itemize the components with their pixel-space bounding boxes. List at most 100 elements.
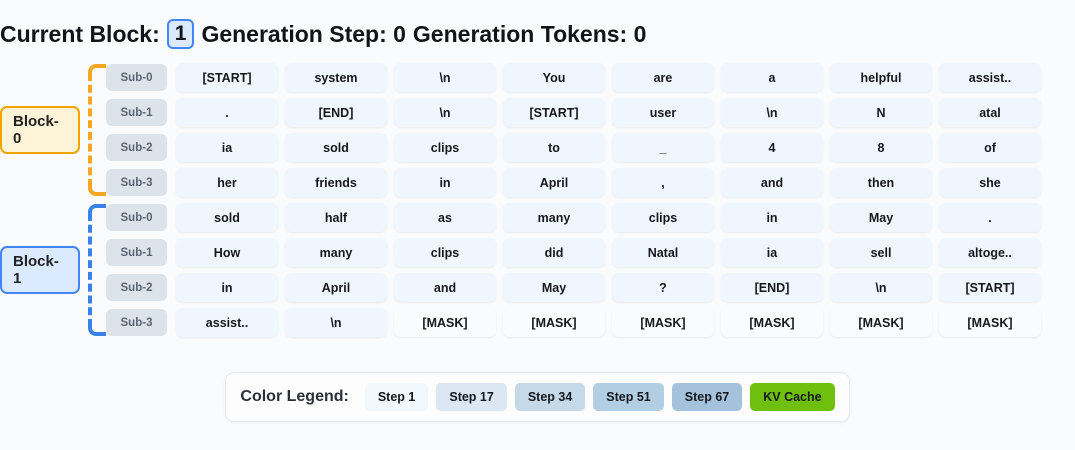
token-cell[interactable]: assist..: [939, 63, 1041, 92]
token-cell-mask[interactable]: [MASK]: [939, 308, 1041, 337]
token-cell-mask[interactable]: [MASK]: [612, 308, 714, 337]
legend-swatch-kv-cache[interactable]: KV Cache: [750, 383, 835, 411]
token-cell[interactable]: system: [285, 63, 387, 92]
sub-row-label[interactable]: Sub-0: [106, 204, 167, 231]
token-cell[interactable]: April: [503, 168, 605, 197]
token-cell-mask[interactable]: [MASK]: [503, 308, 605, 337]
token-cell[interactable]: did: [503, 238, 605, 267]
token-cell[interactable]: of: [939, 133, 1041, 162]
token-cell[interactable]: atal: [939, 98, 1041, 127]
token-cell[interactable]: friends: [285, 168, 387, 197]
sub-row-label[interactable]: Sub-2: [106, 134, 167, 161]
token-cell[interactable]: half: [285, 203, 387, 232]
token-cell[interactable]: [START]: [939, 273, 1041, 302]
legend-swatch-step-67[interactable]: Step 67: [671, 383, 743, 411]
token-cell[interactable]: her: [176, 168, 278, 197]
sub-row-label[interactable]: Sub-1: [106, 239, 167, 266]
token-cell[interactable]: You: [503, 63, 605, 92]
sub-row-label[interactable]: Sub-1: [106, 99, 167, 126]
token-cell[interactable]: in: [176, 273, 278, 302]
token-cell[interactable]: are: [612, 63, 714, 92]
token-cell[interactable]: April: [285, 273, 387, 302]
token-cell[interactable]: user: [612, 98, 714, 127]
token-cell[interactable]: ,: [612, 168, 714, 197]
token-cell[interactable]: May: [503, 273, 605, 302]
token-cell[interactable]: How: [176, 238, 278, 267]
token-cell[interactable]: ia: [721, 238, 823, 267]
token-cell[interactable]: ia: [176, 133, 278, 162]
block-label-1[interactable]: Block-1: [0, 245, 80, 295]
token-cell[interactable]: [END]: [285, 98, 387, 127]
block-label-0[interactable]: Block-0: [0, 105, 80, 155]
sub-row-label[interactable]: Sub-3: [106, 309, 167, 336]
token-cell[interactable]: sell: [830, 238, 932, 267]
block-bracket-0: [88, 64, 106, 196]
token-cell[interactable]: clips: [612, 203, 714, 232]
token-cell[interactable]: in: [721, 203, 823, 232]
sub-row-label[interactable]: Sub-2: [106, 274, 167, 301]
bracket-corner-top: [88, 204, 106, 216]
token-cell[interactable]: to: [503, 133, 605, 162]
token-cell[interactable]: May: [830, 203, 932, 232]
token-cell[interactable]: \n: [394, 98, 496, 127]
token-cell[interactable]: helpful: [830, 63, 932, 92]
bracket-dashed-line: [88, 73, 92, 187]
current-block-label: Current Block:: [0, 20, 160, 47]
legend-swatch-step-1[interactable]: Step 1: [364, 383, 429, 411]
token-cell-mask[interactable]: [MASK]: [830, 308, 932, 337]
token-cell[interactable]: [END]: [721, 273, 823, 302]
legend-swatch-step-51[interactable]: Step 51: [593, 383, 664, 411]
token-cell[interactable]: she: [939, 168, 1041, 197]
token-cell[interactable]: \n: [721, 98, 823, 127]
legend-swatch-step-17[interactable]: Step 17: [436, 383, 507, 411]
token-cell[interactable]: sold: [176, 203, 278, 232]
token-cell[interactable]: and: [721, 168, 823, 197]
token-cell[interactable]: a: [721, 63, 823, 92]
token-cell[interactable]: [START]: [503, 98, 605, 127]
bracket-dashed-line: [88, 213, 92, 327]
token-cell[interactable]: then: [830, 168, 932, 197]
token-cell-mask[interactable]: [MASK]: [721, 308, 823, 337]
token-cell[interactable]: Natal: [612, 238, 714, 267]
token-cell[interactable]: \n: [285, 308, 387, 337]
token-cell-mask[interactable]: [MASK]: [394, 308, 496, 337]
token-cell[interactable]: in: [394, 168, 496, 197]
token-cell[interactable]: sold: [285, 133, 387, 162]
token-cell[interactable]: clips: [394, 133, 496, 162]
sub-row-label[interactable]: Sub-3: [106, 169, 167, 196]
token-cell[interactable]: N: [830, 98, 932, 127]
token-cell[interactable]: altoge..: [939, 238, 1041, 267]
token-cell[interactable]: _: [612, 133, 714, 162]
token-cell[interactable]: and: [394, 273, 496, 302]
block-label-column: Block-1: [0, 245, 80, 295]
token-cell[interactable]: many: [503, 203, 605, 232]
token-cell[interactable]: \n: [830, 273, 932, 302]
color-legend-title: Color Legend:: [240, 388, 349, 405]
token-cell[interactable]: .: [176, 98, 278, 127]
token-cell[interactable]: many: [285, 238, 387, 267]
token-cell[interactable]: [START]: [176, 63, 278, 92]
bracket-corner-top: [88, 64, 106, 76]
token-cell[interactable]: assist..: [176, 308, 278, 337]
token-cell[interactable]: .: [939, 203, 1041, 232]
sub-row-label[interactable]: Sub-0: [106, 64, 167, 91]
token-cell[interactable]: \n: [394, 63, 496, 92]
token-cell[interactable]: 8: [830, 133, 932, 162]
token-cell[interactable]: as: [394, 203, 496, 232]
token-cell[interactable]: clips: [394, 238, 496, 267]
block-bracket-1: [88, 204, 106, 336]
bracket-corner-bottom: [88, 184, 106, 196]
legend-swatch-step-34[interactable]: Step 34: [514, 383, 586, 411]
token-cell[interactable]: ?: [612, 273, 714, 302]
block-label-column: Block-0: [0, 105, 80, 155]
token-cell[interactable]: 4: [721, 133, 823, 162]
